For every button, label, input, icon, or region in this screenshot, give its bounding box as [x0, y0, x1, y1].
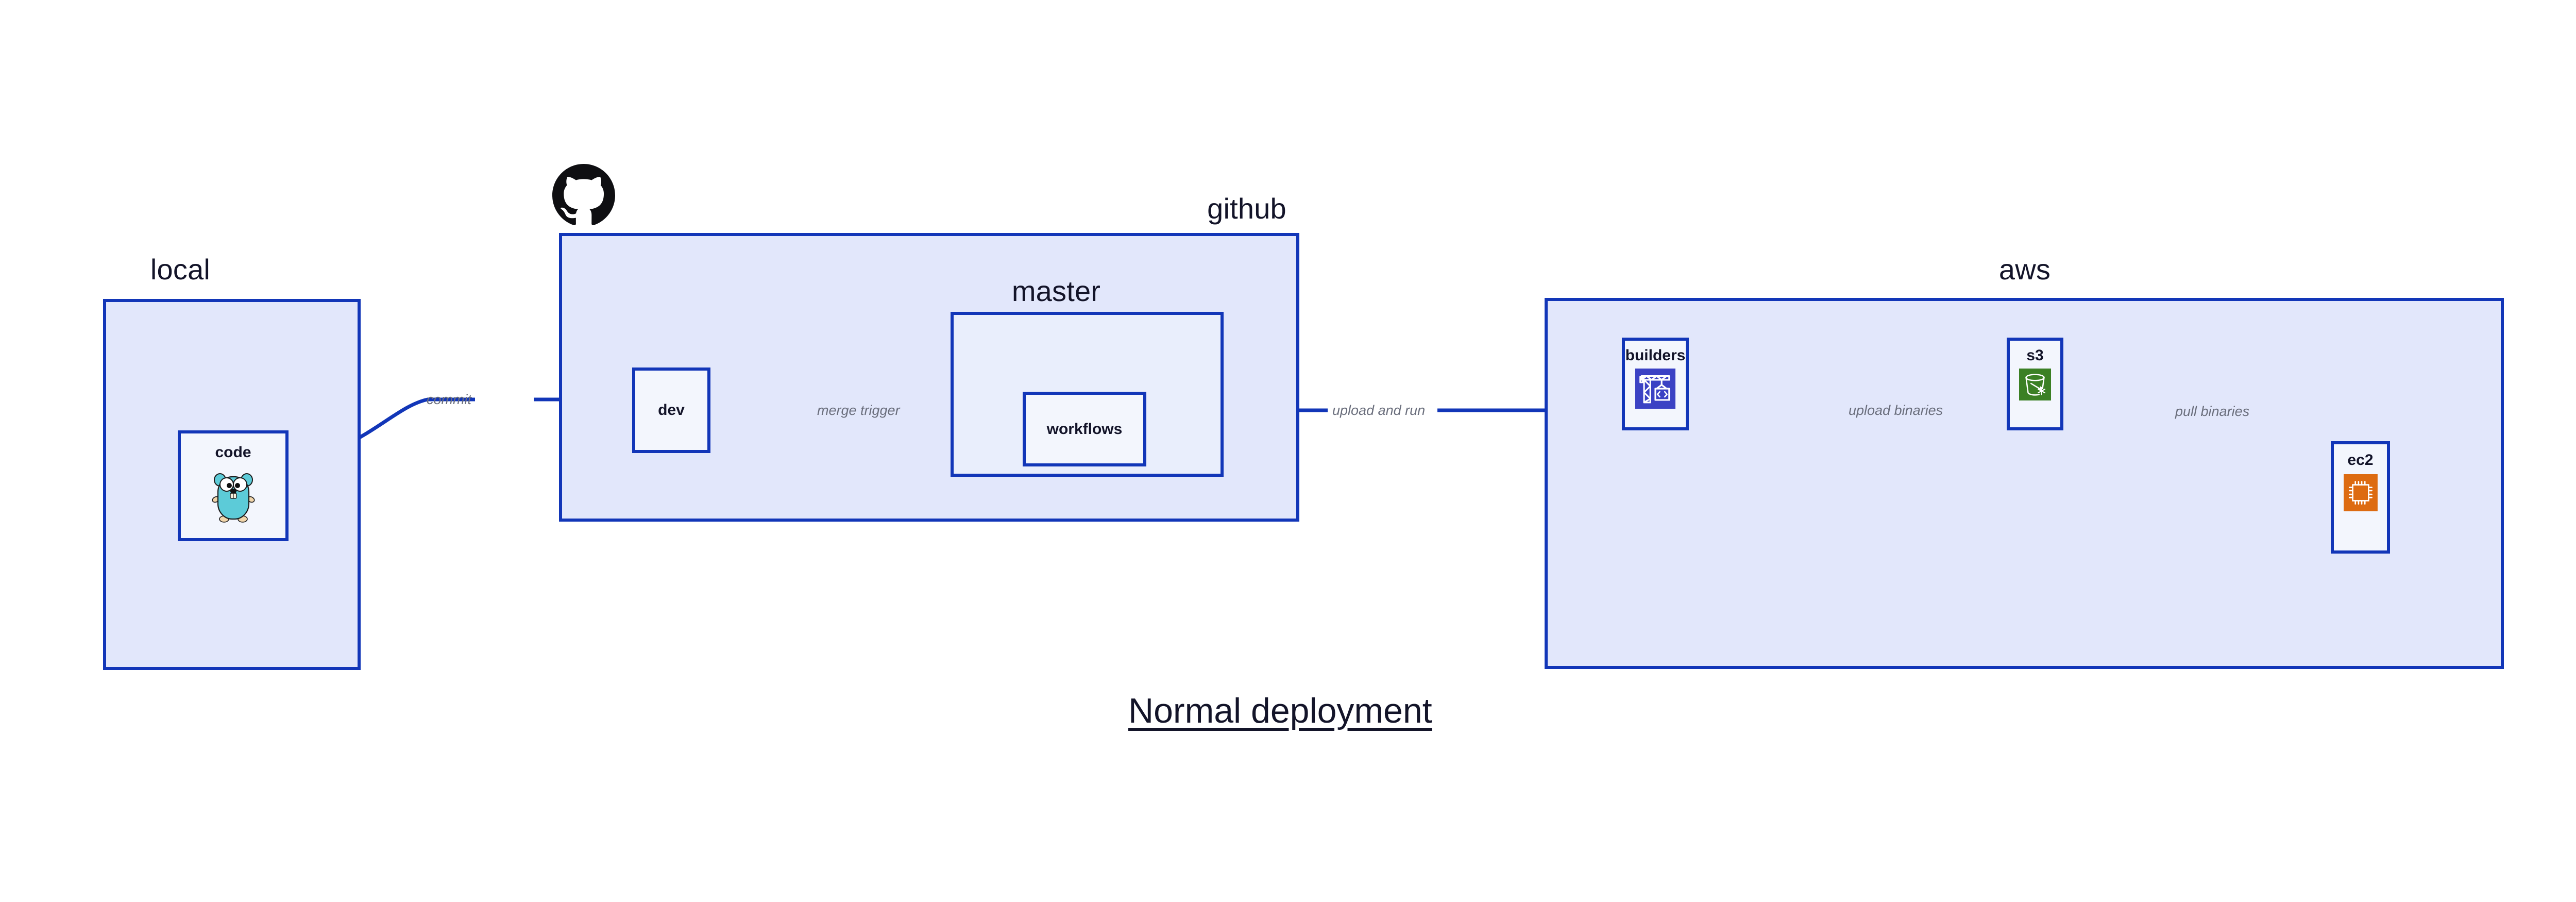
- node-box-builders[interactable]: builders: [1622, 338, 1689, 430]
- node-label-builders: builders: [1625, 347, 1686, 364]
- crane-code-icon: [1635, 369, 1675, 411]
- node-label-workflows: workflows: [1046, 420, 1123, 438]
- node-box-ec2[interactable]: ec2: [2331, 441, 2390, 554]
- group-label-master: master: [1011, 275, 1101, 307]
- go-gopher-icon: [210, 467, 257, 526]
- diagram-title: Normal deployment: [1128, 691, 1432, 730]
- group-label-aws: aws: [1998, 253, 2051, 286]
- github-octocat-logo: [552, 164, 615, 227]
- node-box-code[interactable]: code: [178, 430, 289, 541]
- cpu-chip-icon: [2343, 474, 2378, 514]
- node-box-dev[interactable]: dev: [632, 368, 710, 453]
- s3-bucket-glacier-icon: [2019, 369, 2051, 403]
- edge-label-upload-binaries: upload binaries: [1849, 403, 1943, 418]
- node-label-ec2: ec2: [2347, 452, 2374, 469]
- node-box-workflows[interactable]: workflows: [1023, 392, 1146, 466]
- edge-label-merge-trigger: merge trigger: [817, 403, 900, 418]
- node-label-code: code: [215, 444, 251, 461]
- node-label-dev: dev: [658, 402, 685, 419]
- node-label-s3: s3: [2026, 347, 2044, 364]
- node-box-s3[interactable]: s3: [2007, 338, 2063, 430]
- edge-label-commit: commit: [427, 392, 471, 407]
- edge-label-pull-binaries: pull binaries: [2175, 404, 2250, 419]
- edge-label-upload-and-run: upload and run: [1332, 403, 1426, 418]
- group-label-github: github: [1207, 192, 1286, 225]
- group-label-local: local: [150, 253, 211, 286]
